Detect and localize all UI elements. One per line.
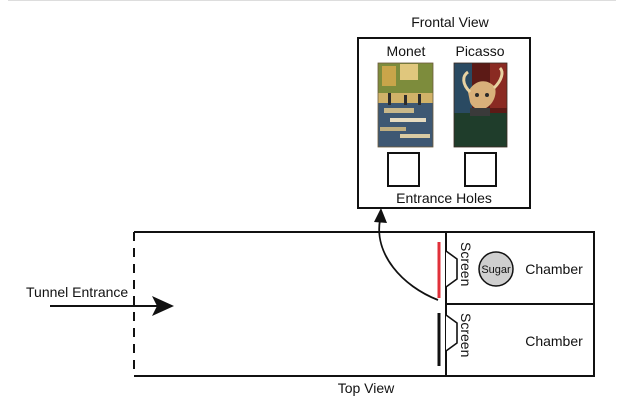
monet-painting <box>377 62 434 148</box>
tunnel-entrance-label: Tunnel Entrance <box>26 284 128 300</box>
funnel-top <box>445 250 458 288</box>
screen-top-label: Screen <box>458 242 474 286</box>
sugar-label: Sugar <box>481 264 511 276</box>
top-rule <box>8 0 616 1</box>
chamber-top-label: Chamber <box>525 261 583 277</box>
entrance-hole-left <box>387 152 420 187</box>
entrance-holes-label: Entrance Holes <box>396 190 492 206</box>
link-arrow-curve <box>378 219 439 301</box>
link-arrowhead <box>374 208 387 223</box>
monet-label: Monet <box>387 43 426 59</box>
tunnel-entrance-arrowhead <box>152 296 174 316</box>
sugar-dish <box>478 251 514 287</box>
picasso-label: Picasso <box>455 43 504 59</box>
top-view-title: Top View <box>338 380 395 396</box>
screen-bottom-label: Screen <box>458 313 474 357</box>
picasso-painting <box>453 62 508 148</box>
entrance-hole-right <box>464 152 497 187</box>
funnel-bottom <box>445 314 458 352</box>
frontal-view-title: Frontal View <box>411 14 489 30</box>
chamber-bottom-label: Chamber <box>525 333 583 349</box>
